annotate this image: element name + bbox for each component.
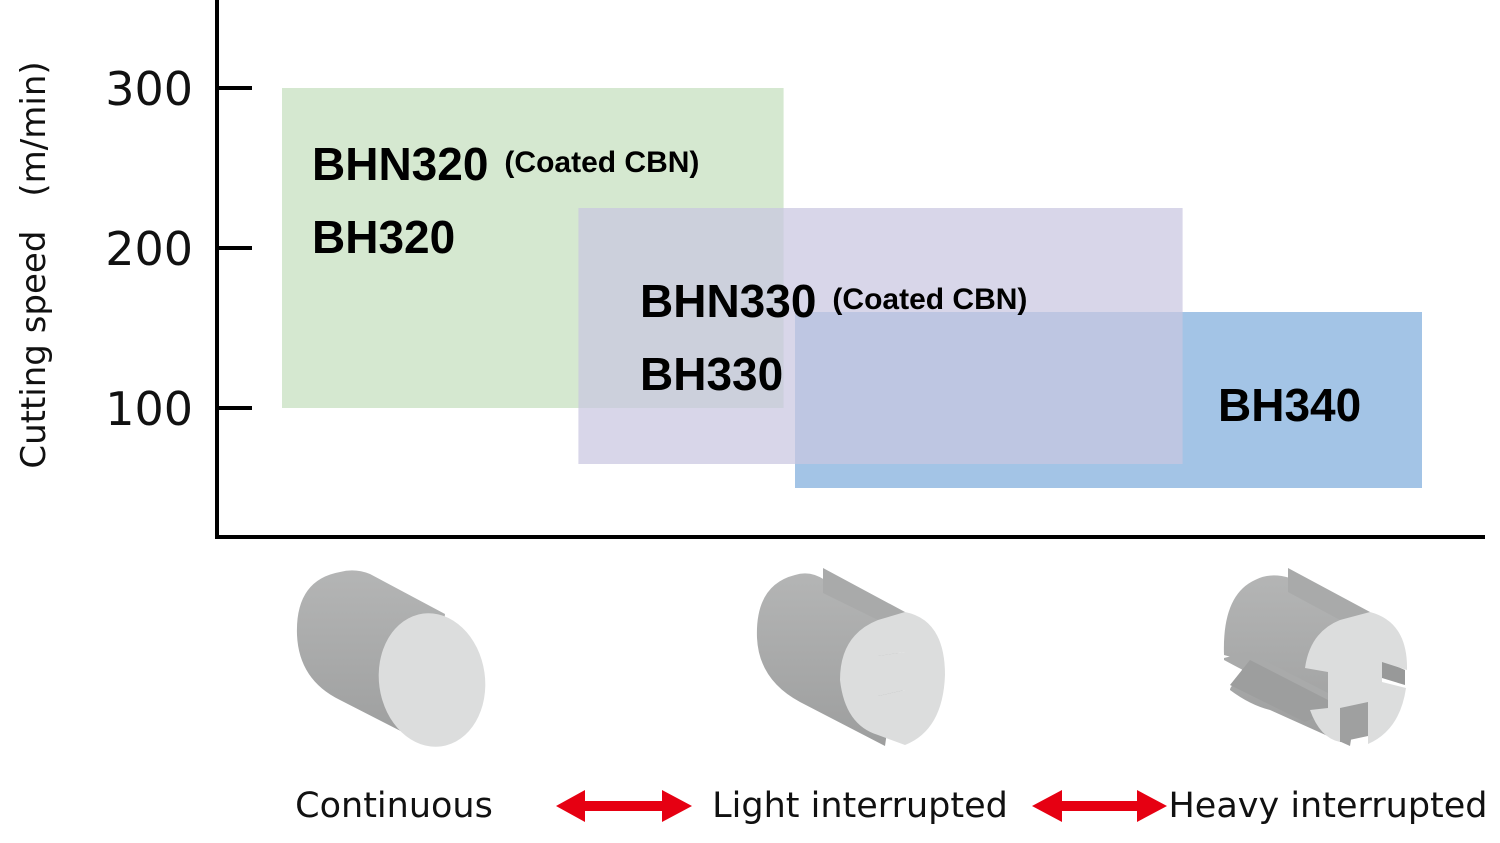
grade-sublabel: (Coated CBN) (832, 283, 1027, 316)
y-tick-label: 200 (105, 222, 193, 276)
category-label-light-interrupted: Light interrupted (712, 786, 1008, 826)
grade-label: BH340 (1218, 379, 1361, 431)
grade-sublabel: (Coated CBN) (504, 146, 699, 179)
grade-label: BHN320 (312, 138, 488, 190)
solid-cylinder-icon (296, 570, 486, 747)
range-box-bhn330-bh330 (578, 208, 1183, 464)
double-arrow-icon (1032, 790, 1167, 822)
y-axis-label: Cutting speed (m/min) (14, 61, 54, 468)
y-tick-label: 100 (105, 382, 193, 436)
double-arrow-icon (556, 790, 692, 822)
category-label-continuous: Continuous (295, 786, 493, 826)
range-boxes (282, 88, 1422, 488)
two-slot-cylinder-icon (756, 568, 945, 746)
grade-label: BHN330 (640, 275, 816, 327)
category-label-heavy-interrupted: Heavy interrupted (1168, 786, 1487, 826)
four-slot-cylinder-icon (1223, 568, 1408, 746)
y-ticks: 100 200 300 (105, 62, 252, 436)
grade-label: BH330 (640, 348, 783, 400)
grade-label: BH320 (312, 211, 455, 263)
y-tick-label: 300 (105, 62, 193, 116)
